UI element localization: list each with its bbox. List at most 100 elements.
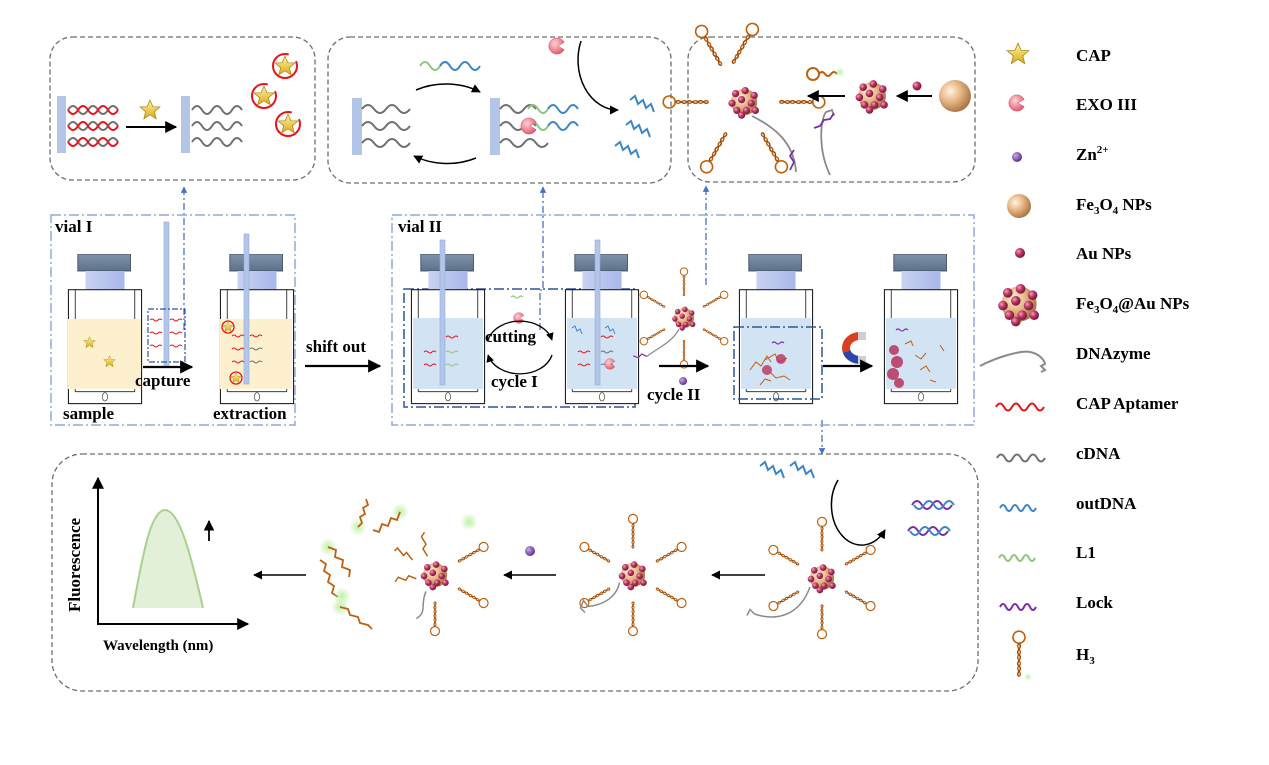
solid-support-icon bbox=[181, 96, 190, 153]
legend-label: EXO III bbox=[1076, 95, 1137, 114]
cycle-ii-label: cycle II bbox=[647, 385, 701, 404]
cycle-i-vial-2 bbox=[564, 239, 640, 405]
cleaved-nanoprobe bbox=[393, 531, 491, 637]
y-axis-label: Fluorescence bbox=[65, 517, 84, 612]
au-np-icon bbox=[912, 81, 922, 91]
zn-ion-icon bbox=[679, 377, 687, 385]
legend-label: Au NPs bbox=[1076, 244, 1132, 263]
panel-fluorescence-readout: Fluorescence Wavelength (nm) bbox=[51, 453, 979, 692]
solid-support-icon bbox=[490, 98, 500, 155]
legend-item-cap: CAP bbox=[1006, 42, 1111, 65]
fe3o4-np-icon bbox=[1007, 194, 1031, 218]
legend-item-fe3o4-au: Fe3O4@Au NPs bbox=[998, 284, 1190, 327]
panel-exo-cutting bbox=[327, 36, 672, 184]
released-h3-strands bbox=[319, 498, 478, 630]
exo-iii-icon bbox=[548, 37, 565, 55]
fe3o4-np-icon bbox=[939, 80, 971, 112]
cutting-cycle: cutting cycle I bbox=[485, 295, 554, 391]
legend-label: cDNA bbox=[1076, 444, 1121, 463]
magnetic-separation-vial bbox=[883, 254, 959, 405]
fluorescence-spectrum-chart: Fluorescence Wavelength (nm) bbox=[65, 476, 250, 654]
legend-label: CAP Aptamer bbox=[1076, 394, 1179, 413]
cdna-strands-icon bbox=[361, 104, 411, 148]
hairpin-probe-icon bbox=[806, 67, 845, 81]
cycle-arrow-icon bbox=[415, 83, 481, 93]
nanoprobe-with-dnazyme bbox=[577, 513, 689, 637]
dnazyme-icon bbox=[979, 350, 1047, 373]
legend-item-zn: Zn2+ bbox=[1012, 144, 1109, 164]
cdna-icon bbox=[996, 453, 1046, 463]
solid-support-icon bbox=[57, 96, 66, 153]
cap-aptamer-complex-icon bbox=[251, 53, 301, 137]
cdna-strands-icon bbox=[191, 105, 243, 147]
legend-label: DNAzyme bbox=[1076, 344, 1151, 363]
outdna-input bbox=[759, 460, 815, 479]
pacman-icon bbox=[1008, 94, 1025, 112]
outdna-released-icon bbox=[614, 94, 655, 159]
lock-outdna-duplex bbox=[907, 500, 955, 536]
solid-support-icon bbox=[352, 98, 362, 155]
legend-label: outDNA bbox=[1076, 494, 1137, 513]
legend-item-cap-aptamer: CAP Aptamer bbox=[995, 394, 1179, 413]
legend-item-fe3o4: Fe3O4 NPs bbox=[1007, 194, 1152, 218]
vial-i-title: vial I bbox=[55, 217, 93, 236]
x-axis-label: Wavelength (nm) bbox=[103, 638, 213, 654]
cycle-ii-nanoprobe bbox=[632, 267, 730, 369]
fe3o4-au-nanoprobe-icon bbox=[662, 20, 826, 176]
legend-item-lock: Lock bbox=[999, 593, 1113, 612]
capture-probe bbox=[147, 221, 186, 368]
legend-item-l1: L1 bbox=[998, 543, 1096, 562]
legend-label: H3 bbox=[1076, 645, 1095, 667]
extraction-label: extraction bbox=[213, 404, 287, 423]
vial-ii-section: vial II cutting cycle I bbox=[391, 214, 975, 426]
legend-item-exo-iii: EXO III bbox=[1008, 94, 1137, 114]
fe3o4-au-np-icon bbox=[998, 284, 1039, 327]
zn-ion-icon bbox=[525, 546, 535, 556]
legend-item-au: Au NPs bbox=[1015, 244, 1132, 263]
legend-item-h3: H3 bbox=[1012, 630, 1095, 681]
legend-label: Fe3O4 NPs bbox=[1076, 195, 1152, 217]
legend-label: Lock bbox=[1076, 593, 1113, 612]
aptamer-duplex-icon bbox=[67, 105, 119, 147]
legend-label: Fe3O4@Au NPs bbox=[1076, 294, 1190, 316]
cycle-ii-vial bbox=[733, 254, 823, 405]
cap-aptamer-icon bbox=[995, 402, 1045, 412]
magnet-icon bbox=[842, 332, 866, 364]
cycle-i-label: cycle I bbox=[491, 372, 538, 391]
extraction-vial bbox=[219, 233, 295, 405]
cap-star-icon bbox=[139, 99, 161, 120]
fe3o4-au-np-icon bbox=[855, 80, 888, 114]
lock-icon bbox=[999, 603, 1037, 611]
l1-icon bbox=[998, 554, 1036, 562]
release-arrow-icon bbox=[830, 479, 886, 546]
panel-aptamer-capture bbox=[49, 36, 316, 181]
release-arrow-icon bbox=[577, 40, 619, 115]
cycle-i-vial-1 bbox=[410, 239, 486, 405]
legend-item-cdna: cDNA bbox=[996, 444, 1121, 463]
exo-iii-icon bbox=[520, 117, 537, 135]
h3-hairpin-icon bbox=[1012, 630, 1026, 678]
au-np-icon bbox=[1015, 248, 1025, 258]
sample-label: sample bbox=[63, 404, 114, 423]
legend-item-outdna: outDNA bbox=[999, 494, 1137, 513]
fluorescence-peak bbox=[133, 510, 203, 608]
sample-vial bbox=[67, 254, 143, 405]
legend-label: CAP bbox=[1076, 46, 1111, 65]
zn-ion-icon bbox=[1012, 152, 1022, 162]
legend: CAP EXO III Zn2+ Fe3O4 NPs Au NPs Fe3O4@… bbox=[979, 42, 1190, 681]
panel-nanoprobe-assembly bbox=[662, 20, 976, 183]
shift-out-label: shift out bbox=[306, 337, 366, 356]
vial-ii-title: vial II bbox=[398, 217, 442, 236]
hybrid-strands-icon bbox=[499, 104, 579, 148]
legend-item-dnazyme: DNAzyme bbox=[979, 344, 1151, 373]
vial-i-section: vial I sample capture bbox=[50, 214, 296, 426]
fluorescence-peak-line bbox=[132, 508, 204, 609]
initial-nanoprobe bbox=[746, 516, 878, 640]
capture-label: capture bbox=[135, 371, 191, 390]
star-icon bbox=[1006, 42, 1030, 65]
cycle-arrow-icon bbox=[413, 155, 477, 165]
l1-outdna-duplex-icon bbox=[419, 61, 481, 71]
dnazyme-lock-icon bbox=[813, 108, 835, 176]
cutting-label: cutting bbox=[485, 327, 537, 346]
